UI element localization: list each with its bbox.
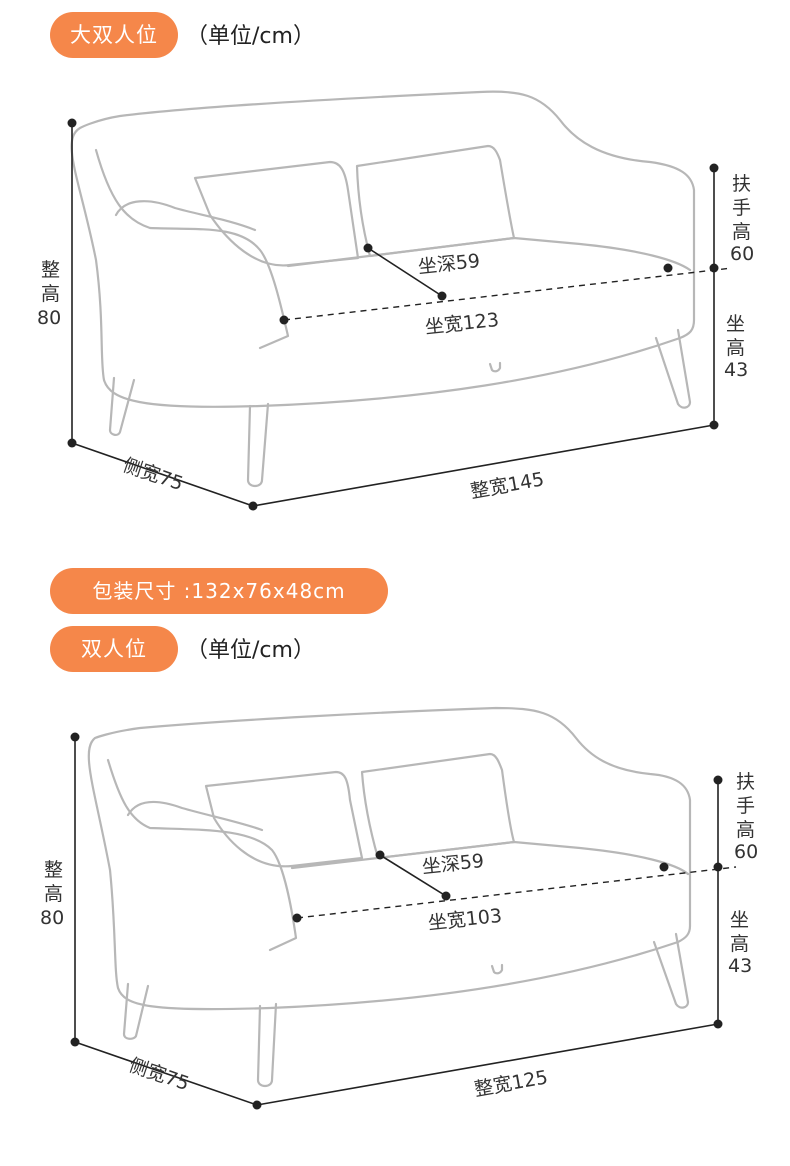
dim-dot: [279, 315, 289, 325]
total-height-value: 80: [37, 307, 61, 329]
arm-height-label: 高: [732, 221, 751, 243]
arm-height-label: 高: [736, 819, 755, 841]
seat-height-value: 43: [724, 359, 748, 381]
total-height-label: 整: [41, 259, 60, 281]
dim-dot: [70, 732, 80, 742]
total-width-label: 整宽125: [473, 1066, 550, 1101]
arm-height-value: 60: [734, 841, 758, 863]
dim-dot: [713, 775, 723, 785]
total-width-label: 整宽145: [469, 468, 546, 503]
seat-height-label: 坐: [726, 313, 745, 335]
dim-seat-width-line: [283, 267, 733, 321]
total-height-label: 整: [44, 859, 63, 881]
package-size-badge: 包装尺寸 :132x76x48cm: [50, 568, 388, 614]
dim-seat-width-line: [296, 866, 737, 919]
dim-dot: [709, 163, 719, 173]
section2-title-badge: 双人位: [50, 626, 178, 672]
section1-title-badge: 大双人位: [50, 12, 178, 58]
seat-height-label: 坐: [730, 909, 749, 931]
arm-height-label: 手: [732, 197, 751, 219]
dim-dot: [375, 850, 385, 860]
seat-depth-label: 坐深59: [417, 250, 481, 278]
sofa-diagram-small: 整 高 80 侧宽75 整宽125 扶 手 高 60 坐 高 43 坐宽103 …: [40, 706, 758, 1110]
total-height-label: 高: [41, 283, 60, 305]
arm-height-label: 扶: [736, 771, 755, 793]
dim-side-width-line: [74, 1041, 258, 1106]
section2-unit-label: （单位/cm）: [186, 638, 315, 663]
total-height-value: 80: [40, 907, 64, 929]
seat-height-label: 高: [730, 933, 749, 955]
sofa-outline: [87, 706, 692, 1088]
dim-dot: [441, 891, 451, 901]
seat-width-label: 坐宽103: [427, 905, 503, 935]
dim-dot: [437, 291, 447, 301]
seat-width-label: 坐宽123: [424, 309, 500, 339]
sofa-outline: [70, 90, 696, 488]
dim-side-width-line: [71, 442, 254, 507]
seat-height-label: 高: [726, 337, 745, 359]
dim-dot: [363, 243, 373, 253]
dim-dot: [67, 118, 77, 128]
section1-unit-label: （单位/cm）: [186, 24, 315, 49]
arm-height-value: 60: [730, 243, 754, 265]
dim-total-width-line: [252, 424, 715, 507]
dim-seat-depth-line: [379, 854, 447, 897]
dim-dot: [292, 913, 302, 923]
dim-seat-depth-line: [367, 247, 443, 297]
side-width-label: 侧宽75: [120, 454, 186, 495]
total-height-label: 高: [44, 883, 63, 905]
dim-total-width-line: [256, 1023, 719, 1106]
dim-dot: [663, 263, 673, 273]
seat-height-value: 43: [728, 955, 752, 977]
arm-height-label: 扶: [732, 173, 751, 195]
seat-depth-label: 坐深59: [421, 850, 485, 878]
arm-height-label: 手: [736, 795, 755, 817]
dim-dot: [659, 862, 669, 872]
side-width-label: 侧宽75: [126, 1054, 192, 1095]
sofa-diagram-large: 整 高 80 侧宽75 整宽145 扶 手 高 60 坐 高 43 坐宽123 …: [37, 90, 754, 511]
